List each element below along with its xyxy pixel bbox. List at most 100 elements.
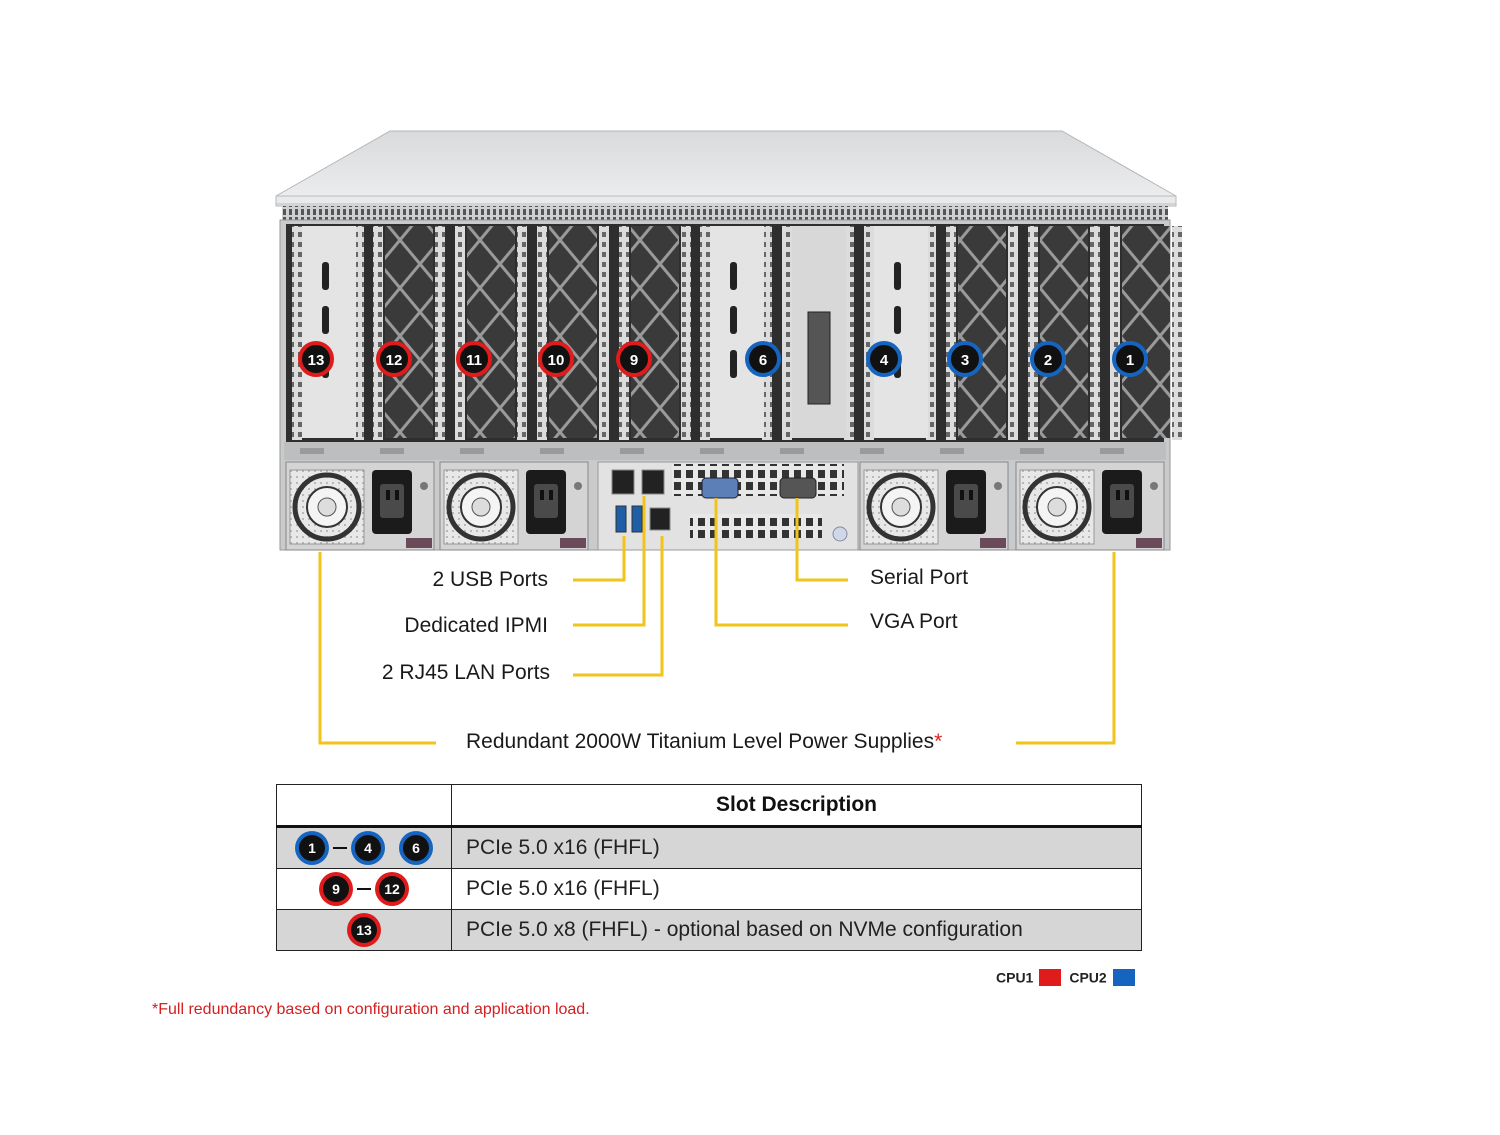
slot-rail [373, 226, 383, 440]
slot-rail [926, 226, 936, 440]
slot-rail [1172, 226, 1182, 440]
row-slot-badge: 1 [299, 835, 325, 861]
table-header-title: Slot Description [451, 784, 1142, 828]
slot-badge-label: 2 [1044, 352, 1052, 369]
vga-port [701, 477, 739, 499]
table-row: 13 PCIe 5.0 x8 (FHFL) - optional based on… [276, 909, 1142, 951]
slot-cover-slit [730, 350, 737, 378]
slot-cover-slit [894, 262, 901, 290]
power-supply-3 [859, 461, 1009, 551]
slot-rail [681, 226, 691, 440]
serial-port-label: Serial Port [870, 566, 969, 589]
slot-cover-slit [322, 306, 329, 334]
table-header-row: Slot Description [276, 784, 1142, 828]
chassis-top [275, 130, 1177, 207]
usb-ports-label: 2 USB Ports [432, 568, 548, 591]
slot-rail [864, 226, 874, 440]
vga-port-label: VGA Port [870, 610, 958, 633]
psu-left-callout-line [318, 552, 436, 745]
range-dash [357, 888, 371, 890]
slot-rail [946, 226, 956, 440]
slot-blank-cover [302, 226, 356, 438]
slot-cover-slit [730, 262, 737, 290]
slot-mesh-cover [385, 226, 433, 438]
slot-rail [844, 226, 854, 440]
slot-rail [537, 226, 547, 440]
slot-badge-label: 12 [386, 352, 403, 369]
slot-badge-label: 9 [630, 352, 638, 369]
slot-rail [1028, 226, 1038, 440]
vga-callout-line [714, 498, 848, 627]
rj45-lan-ports-label: 2 RJ45 LAN Ports [381, 661, 550, 684]
usb-port [615, 505, 627, 533]
slot-rail [292, 226, 302, 440]
slot-badge-4: 4 [866, 341, 902, 377]
serial-port [779, 477, 817, 499]
fan-icon [446, 472, 516, 542]
psu-handle [560, 538, 586, 548]
slot-badge-2: 2 [1030, 341, 1066, 377]
power-supplies-asterisk: * [934, 730, 943, 753]
slot-card-port [807, 311, 831, 405]
row-slot-badge: 6 [403, 835, 429, 861]
lan-callout-line [573, 536, 664, 677]
range-dash [333, 847, 347, 849]
serial-callout-line [795, 498, 848, 582]
footnote: *Full redundancy based on configuration … [152, 1001, 590, 1018]
psu-right-callout-line [1016, 552, 1116, 745]
slot-blank-cover [874, 226, 928, 438]
row-slot-badge: 9 [323, 876, 349, 902]
slot-mesh-cover [1040, 226, 1088, 438]
ipmi-port [649, 507, 671, 531]
slot-badge-10: 10 [538, 341, 574, 377]
slot-rail [354, 226, 364, 440]
slot-badge-11: 11 [456, 341, 492, 377]
slot-mesh-cover [549, 226, 597, 438]
slot-badge-label: 11 [466, 352, 482, 369]
slot-badge-9: 9 [616, 341, 652, 377]
fan-icon [1022, 472, 1092, 542]
slot-rail [700, 226, 710, 440]
row-slot-badges: 13 [276, 909, 452, 951]
slot-rail [455, 226, 465, 440]
slot-badge-label: 13 [308, 352, 325, 369]
row-description: PCIe 5.0 x16 (FHFL) [451, 826, 1142, 869]
power-supplies-label: Redundant 2000W Titanium Level Power Sup… [466, 730, 942, 754]
fan-icon [292, 472, 362, 542]
slot-rail [782, 226, 792, 440]
slot-cover-slit [894, 306, 901, 334]
slot-badge-12: 12 [376, 341, 412, 377]
slot-badge-label: 4 [880, 352, 889, 369]
slot-badge-label: 3 [961, 352, 969, 369]
row-slot-badge: 12 [379, 876, 405, 902]
fan-icon [866, 472, 936, 542]
row-description: PCIe 5.0 x16 (FHFL) [451, 868, 1142, 910]
row-description: PCIe 5.0 x8 (FHFL) - optional based on N… [451, 909, 1142, 951]
slot-badge-label: 6 [759, 352, 767, 369]
slot-badge-6: 6 [745, 341, 781, 377]
table-header-badges [276, 784, 452, 828]
ipmi-callout-line [573, 496, 646, 627]
callout-lines [318, 496, 1116, 745]
row-slot-badge: 4 [355, 835, 381, 861]
slot-blank-cover [710, 226, 764, 438]
psu-handle [406, 538, 432, 548]
power-supply-2 [439, 461, 589, 551]
slot-rail [619, 226, 629, 440]
row-slot-badge: 13 [351, 917, 377, 943]
slot-badge-13: 13 [298, 341, 334, 377]
legend-cpu2-label: CPU2 [1069, 969, 1107, 986]
slot-cover-slit [730, 306, 737, 334]
dedicated-ipmi-label: Dedicated IPMI [404, 614, 548, 637]
slot-rail [1110, 226, 1120, 440]
slot-badge-3: 3 [947, 341, 983, 377]
lan-port [641, 469, 665, 495]
slot-badge-label: 10 [548, 352, 565, 369]
slot-mesh-cover [467, 226, 515, 438]
slot-rail [762, 226, 772, 440]
slot-rail [1008, 226, 1018, 440]
usb-port [631, 505, 643, 533]
